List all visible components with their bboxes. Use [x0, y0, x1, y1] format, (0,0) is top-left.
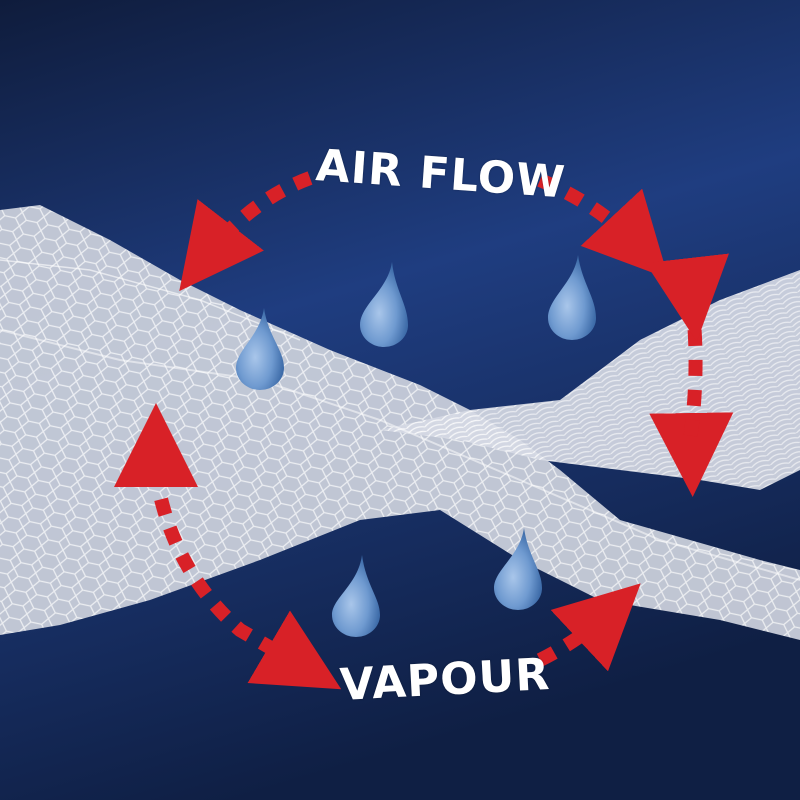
water-droplet-icon	[494, 528, 542, 610]
red-dashed-arrow-icon	[645, 253, 729, 441]
red-dashed-arrow-icon	[179, 171, 313, 292]
red-dashed-arrow-icon	[536, 583, 641, 672]
red-dashed-arrow-icon	[537, 173, 669, 279]
water-droplet-icon	[548, 255, 596, 340]
water-droplet-icon	[236, 308, 284, 390]
water-droplet-icon	[332, 555, 380, 637]
water-droplet-icon	[360, 262, 408, 347]
